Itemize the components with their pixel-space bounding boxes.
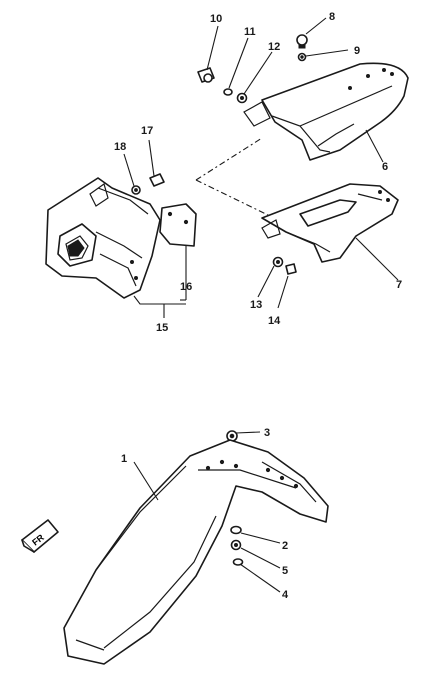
side-cover-assembly — [45, 177, 197, 299]
callout-13: 13 — [250, 299, 262, 311]
front-direction-arrow-icon: FR — [21, 519, 59, 553]
callout-18: 18 — [114, 141, 126, 153]
callout-5: 5 — [282, 565, 288, 577]
callout-15: 15 — [156, 322, 168, 334]
callout-7: 7 — [396, 279, 402, 291]
callout-3: 3 — [264, 427, 270, 439]
callout-10: 10 — [210, 13, 222, 25]
callout-6: 6 — [382, 161, 388, 173]
callout-16: 16 — [180, 281, 192, 293]
front-fender — [63, 439, 329, 665]
callout-8: 8 — [329, 11, 335, 23]
rear-flap-lower — [261, 183, 399, 263]
callout-12: 12 — [268, 41, 280, 53]
callout-2: 2 — [282, 540, 288, 552]
leader-lines — [123, 17, 399, 593]
callout-17: 17 — [141, 125, 153, 137]
fasteners — [131, 34, 308, 566]
rear-fender-upper — [243, 62, 409, 161]
callout-14: 14 — [268, 315, 281, 327]
callout-9: 9 — [354, 45, 360, 57]
assembly-center-lines — [195, 137, 271, 217]
callout-4: 4 — [282, 589, 289, 601]
callout-numbers: 10 11 12 8 9 6 7 13 14 18 17 16 15 1 3 2… — [114, 11, 402, 601]
callout-1: 1 — [121, 453, 127, 465]
callout-11: 11 — [244, 26, 256, 38]
